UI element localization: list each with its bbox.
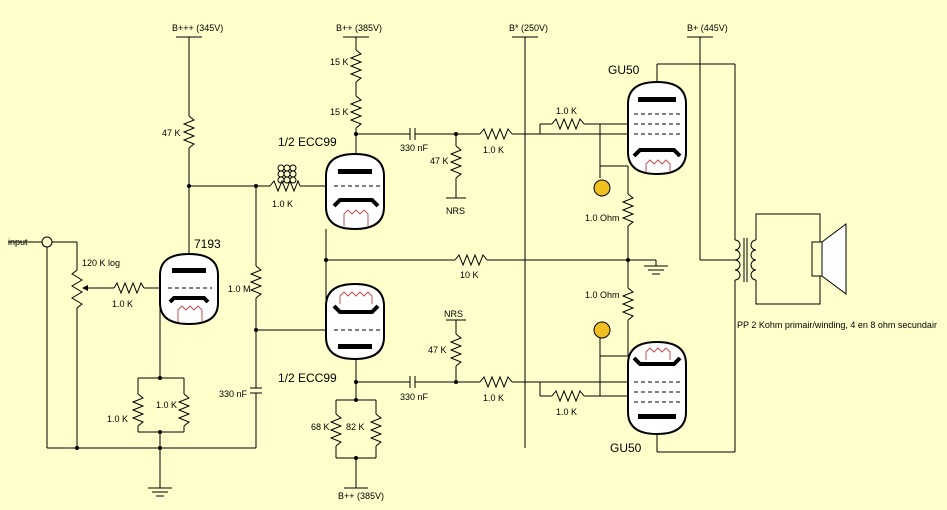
c-bottom-label: 330 nF — [400, 392, 429, 402]
volume-potentiometer — [71, 265, 110, 448]
output-transformer — [734, 213, 821, 305]
r-plate-load-7193 — [182, 37, 196, 185]
tube-gu50-bottom — [627, 340, 687, 436]
r-82k-label: 82 K — [346, 422, 365, 432]
r-15k-series — [349, 37, 363, 154]
r-input-grid-label: 1.0 K — [112, 299, 133, 309]
r-cathode-a-label: 1.0 K — [107, 414, 128, 424]
c-left-label: 330 nF — [219, 389, 248, 399]
r-1k-top-a — [479, 127, 628, 141]
r-bias-label: 1.0 M — [228, 284, 251, 294]
tube-label-ecc-top: 1/2 ECC99 — [278, 135, 337, 149]
c-330nf-bottom — [356, 376, 480, 388]
tube-label-ecc-bottom: 1/2 ECC99 — [278, 371, 337, 385]
r-1ohm-top-label: 1.0 Ohm — [585, 213, 620, 223]
tube-gu50-top — [627, 80, 687, 176]
nrs-bottom-label: NRS — [444, 309, 463, 319]
r-47k-top-label: 47 K — [430, 156, 449, 166]
r-10k — [326, 253, 668, 275]
r-bias-1m — [249, 186, 263, 388]
r-1k-top-b-label: 1.0 K — [556, 106, 577, 116]
input-jack — [8, 236, 78, 448]
r-10k-label: 10 K — [460, 270, 479, 280]
tube-ecc99-top — [325, 152, 385, 231]
r-1k-bot-b — [539, 382, 628, 403]
r-68k-label: 68 K — [311, 422, 330, 432]
ground-left — [47, 446, 256, 497]
r-1k-bot-a-label: 1.0 K — [483, 393, 504, 403]
transformer-label: PP 2 Kohm primair/winding, 4 en 8 ohm se… — [737, 320, 937, 330]
r-grid-top-label: 1.0 K — [272, 199, 293, 209]
r-1k-bot-a — [479, 375, 628, 389]
r-cathode-b-label: 1.0 K — [156, 400, 177, 410]
rail-label-bppp: B+++ (345V) — [172, 23, 223, 33]
rail-label-bstar: B* (250V) — [509, 23, 548, 33]
r-1ohm-bottom — [621, 287, 635, 356]
tube-label-7193: 7193 — [194, 237, 221, 251]
nrs-top-label: NRS — [446, 206, 465, 216]
rail-label-bpp-top: B++ (385V) — [336, 23, 382, 33]
r-47k-grid-leak-bottom — [446, 319, 466, 382]
speaker-icon — [811, 223, 847, 295]
cathode-meter-top — [593, 124, 628, 197]
r-plate-load-label: 47 K — [162, 128, 181, 138]
r-15k-b-label: 15 K — [330, 107, 349, 117]
tube-label-gu50-top: GU50 — [608, 63, 640, 77]
r-47k-bottom-label: 47 K — [428, 345, 447, 355]
r-1k-top-b — [539, 117, 628, 134]
c-330nf-top — [356, 128, 480, 140]
r-15k-a-label: 15 K — [330, 57, 349, 67]
rail-label-bpp-bottom: B++ (385V) — [338, 491, 384, 501]
r-1k-top-a-label: 1.0 K — [483, 145, 504, 155]
rail-label-bplus: B+ (445V) — [687, 23, 728, 33]
cathode-network-ecc-bottom — [329, 398, 383, 488]
tube-ecc99-bottom — [325, 282, 385, 361]
cathode-meter-bottom — [593, 321, 628, 396]
r-47k-grid-leak-top — [446, 134, 466, 199]
c-330nf-left — [250, 387, 262, 448]
tube-7193 — [159, 252, 219, 326]
c-top-label: 330 nF — [400, 143, 429, 153]
r-1ohm-top — [621, 193, 635, 288]
r-grid-stopper-ecc-top — [269, 164, 330, 193]
pot-label: 120 K log — [82, 258, 120, 268]
r-1k-bot-b-label: 1.0 K — [556, 407, 577, 417]
r-1ohm-bottom-label: 1.0 Ohm — [585, 290, 620, 300]
cathode-network-7193 — [131, 376, 191, 488]
tube-label-gu50-bottom: GU50 — [610, 441, 642, 455]
